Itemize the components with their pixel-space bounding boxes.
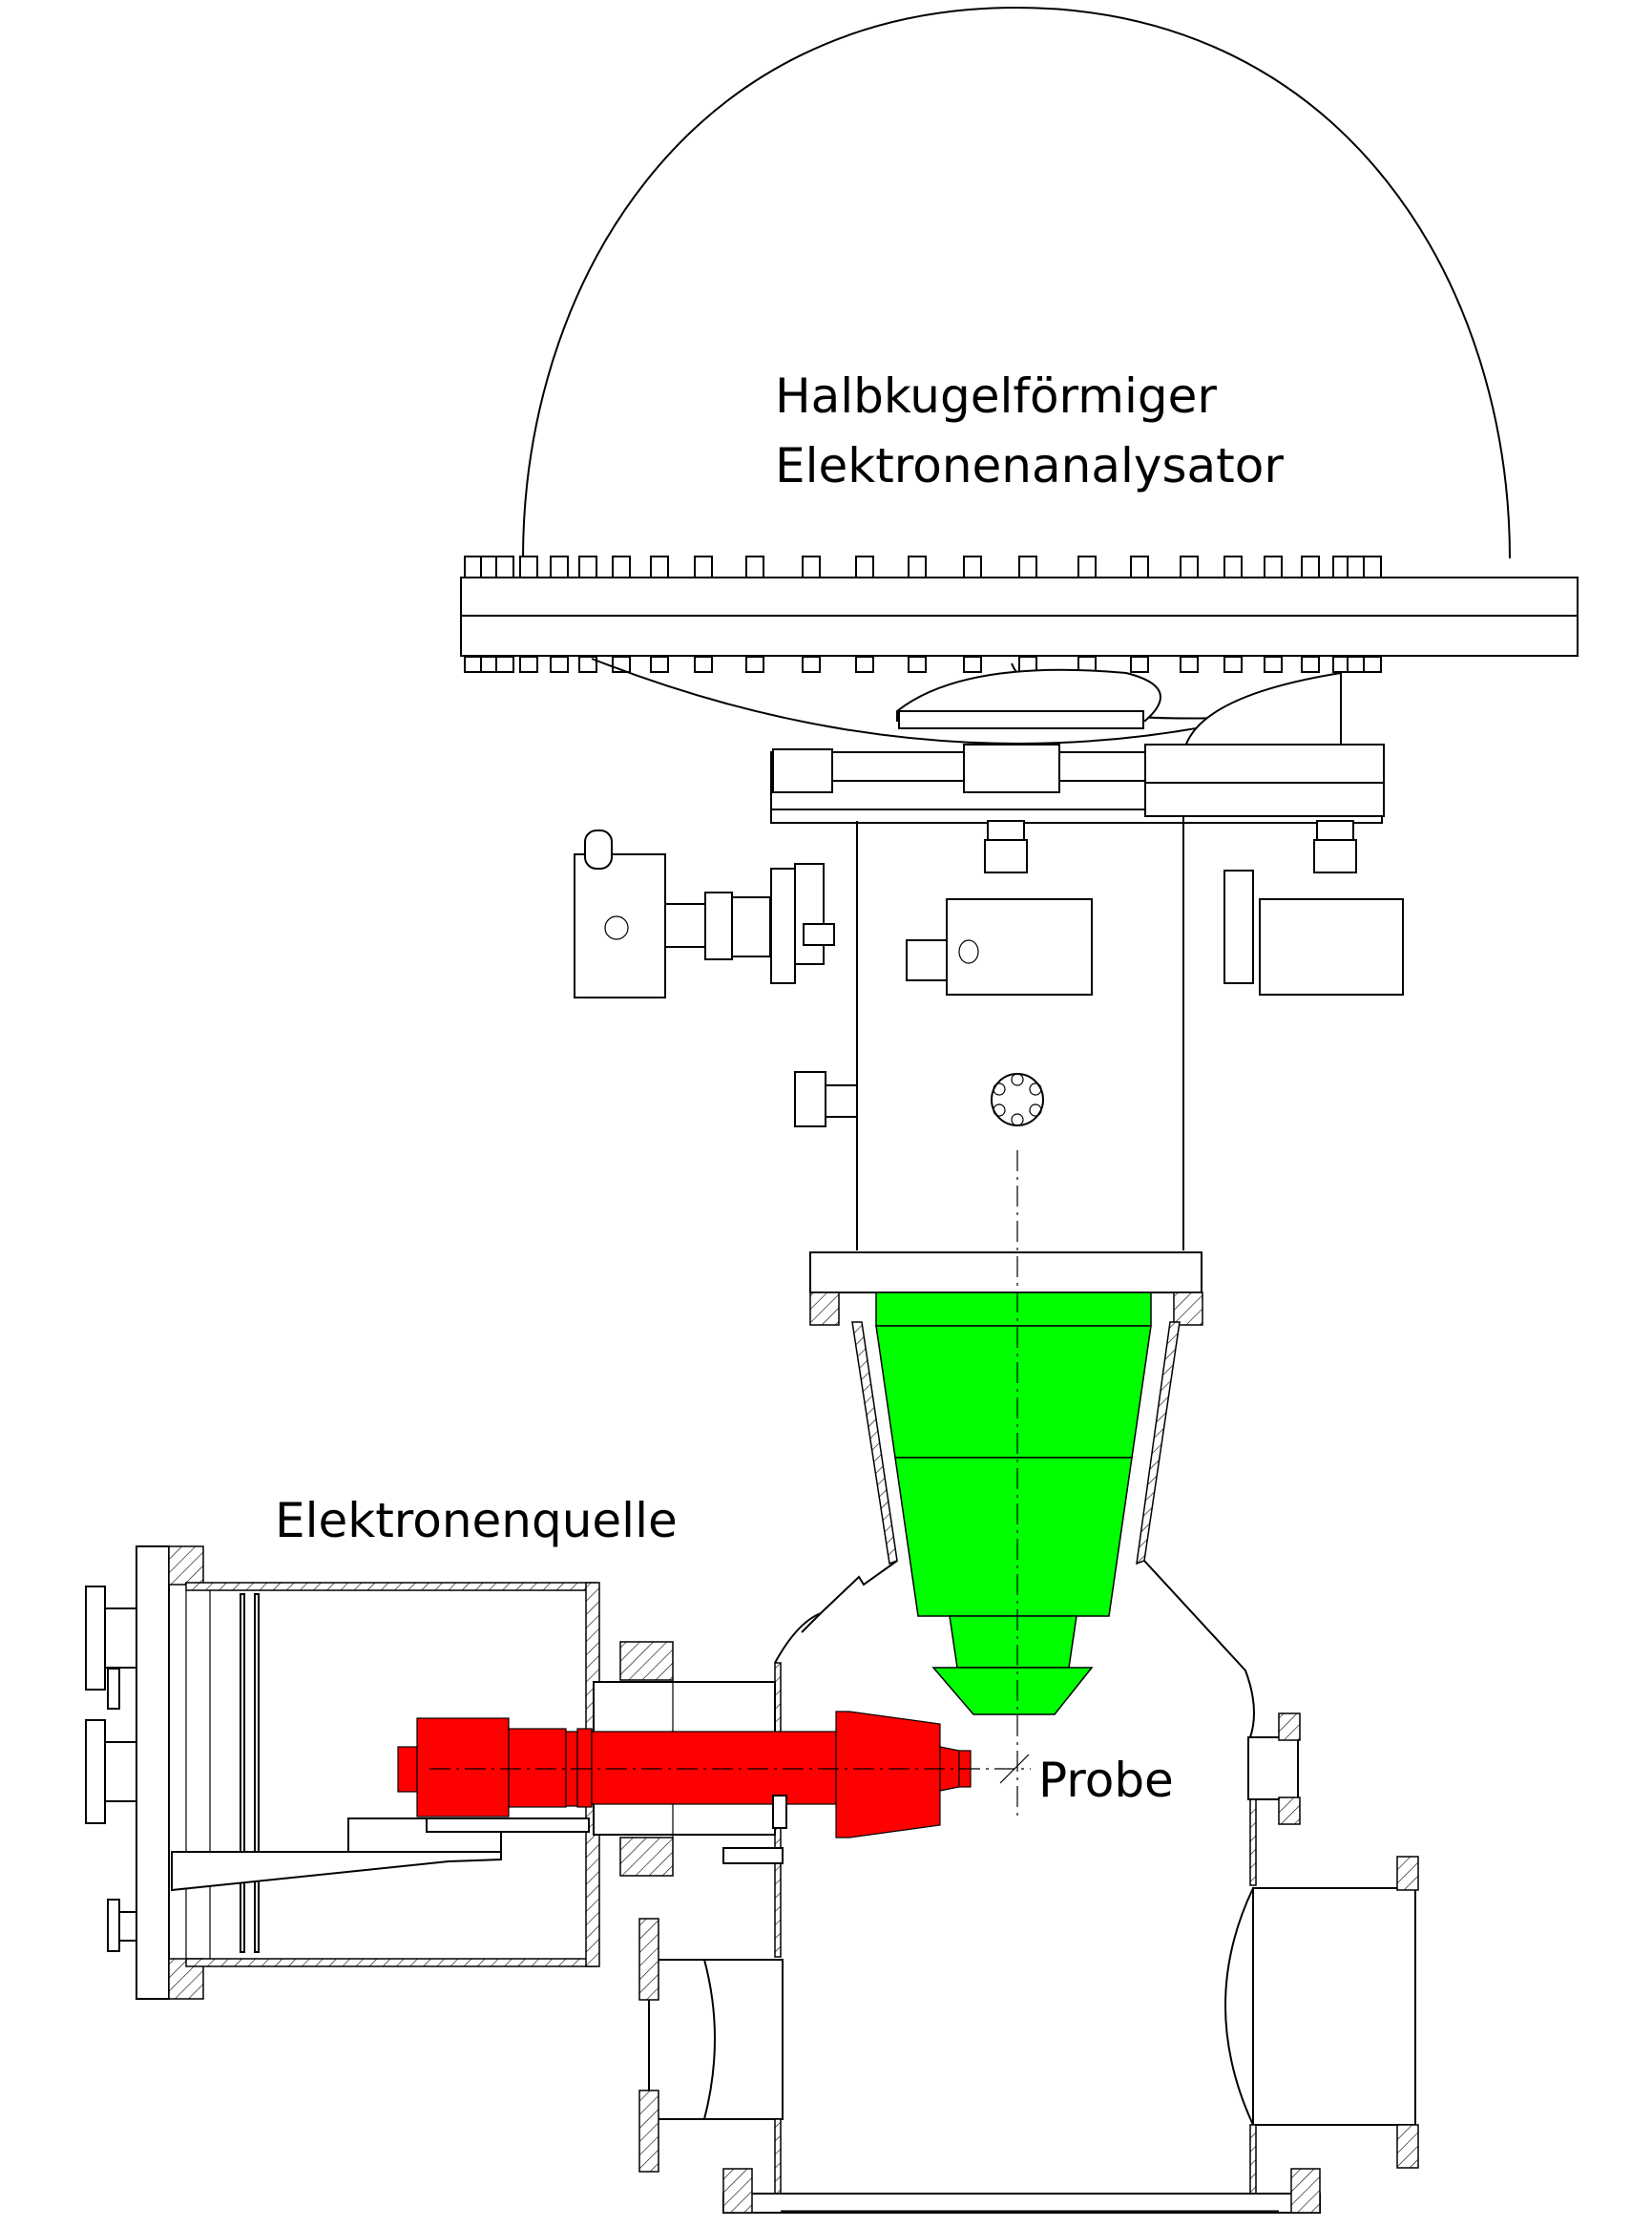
label-sample: Probe	[1038, 1753, 1174, 1808]
bolt-nut	[1264, 656, 1283, 673]
bolt-nut	[1018, 556, 1037, 578]
analyzer-flange-upper	[460, 577, 1579, 617]
analyzer-dome	[522, 6, 1511, 559]
electron-source	[397, 1711, 972, 1838]
bolt-nut	[802, 556, 821, 578]
center-axes	[429, 1150, 1031, 1818]
bolt-nut	[908, 656, 927, 673]
bolt-nut	[1180, 556, 1199, 578]
bolt-nut	[1363, 656, 1382, 673]
analyzer-cap	[896, 668, 1161, 722]
bolt-nut	[1264, 556, 1283, 578]
gauge-box-center	[946, 898, 1093, 996]
mounting-assembly	[574, 744, 1404, 998]
bolt-nut	[1223, 556, 1243, 578]
bolt-nut	[1180, 656, 1199, 673]
label-analyzer-line2: Elektronenanalysator	[775, 438, 1284, 494]
bolt-nut	[745, 656, 764, 673]
mount-block-center	[963, 744, 1060, 793]
mount-block-right	[1144, 744, 1385, 784]
bolt-nut	[650, 656, 669, 673]
bolt-nut	[745, 556, 764, 578]
sample-position-mark	[999, 1754, 1030, 1784]
bolt-nut	[612, 556, 631, 578]
bolt-nut	[550, 556, 569, 578]
bolt-nut	[650, 556, 669, 578]
flange-bolts-top	[464, 556, 1382, 578]
bolt-nut	[908, 556, 927, 578]
bolt-nut	[963, 556, 982, 578]
bolt-nut	[802, 656, 821, 673]
bolt-nut	[1223, 656, 1243, 673]
analyzer-side-housing	[1182, 671, 1342, 755]
bolt-nut	[1301, 556, 1320, 578]
bolt-nut	[519, 656, 538, 673]
bolt-nut	[464, 556, 483, 578]
bolt-nut	[1363, 556, 1382, 578]
bolt-nut	[1130, 556, 1149, 578]
bolt-nut	[464, 656, 483, 673]
main-column	[794, 816, 1203, 1326]
gauge-box-right	[1259, 898, 1404, 996]
bolt-nut	[855, 556, 874, 578]
bolt-nut	[1301, 656, 1320, 673]
bolt-nut	[495, 656, 514, 673]
bolt-nut	[1130, 656, 1149, 673]
bolt-nut	[1077, 556, 1097, 578]
electron-lens	[875, 1292, 1152, 1715]
bolt-nut	[1347, 556, 1366, 578]
bolt-nut	[694, 556, 713, 578]
bolt-nut	[1347, 656, 1366, 673]
mount-block-left	[772, 748, 833, 793]
column-base-flange	[809, 1251, 1202, 1293]
bottom-flange	[722, 2193, 1321, 2214]
analyzer-flange-lower	[460, 615, 1579, 657]
bolt-nut	[550, 656, 569, 673]
bolt-nut	[694, 656, 713, 673]
hemispherical-analyzer	[460, 6, 1579, 755]
bolt-nut	[519, 556, 538, 578]
source-flange	[136, 1545, 170, 2000]
bolt-nut	[495, 556, 514, 578]
analyzer-bottom-arc	[591, 658, 1213, 745]
label-analyzer-line1: Halbkugelförmiger	[775, 368, 1217, 424]
side-port-left	[794, 1071, 826, 1127]
bolt-nut	[855, 656, 874, 673]
label-electron-source: Elektronenquelle	[275, 1493, 678, 1548]
viewport-flange	[991, 1073, 1044, 1126]
bolt-nut	[963, 656, 982, 673]
bolt-nut	[578, 656, 597, 673]
bolt-nut	[578, 556, 597, 578]
valve-body-left	[574, 853, 666, 998]
flange-bolts-bottom	[464, 656, 1382, 673]
